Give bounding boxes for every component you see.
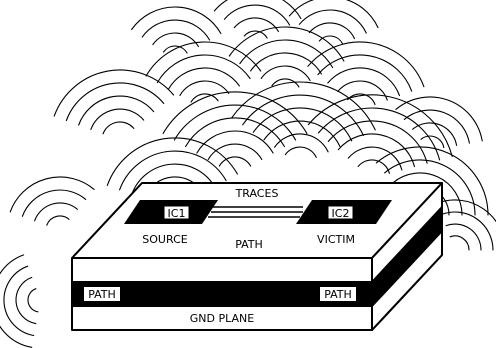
ic1-label-box <box>163 205 190 220</box>
radiation-wave-arc <box>307 41 425 88</box>
radiation-wave-arc <box>15 276 37 325</box>
radiation-wave-arc <box>347 93 376 106</box>
radiation-wave-arc <box>318 35 344 45</box>
gnd-plane-label: GND PLANE <box>190 312 254 325</box>
radiation-wave-arc <box>168 67 240 90</box>
ic1-label: IC1 <box>168 207 186 220</box>
radiation-wave-arc <box>327 120 428 164</box>
radiation-wave-arc <box>34 202 78 222</box>
radiation-wave-arc <box>156 54 251 84</box>
radiation-wave-arc <box>173 104 297 141</box>
radiation-wave-arc <box>307 94 453 158</box>
radiation-wave-arc <box>298 9 367 34</box>
ic2-label-box <box>327 205 354 220</box>
radiation-wave-arc <box>102 121 135 135</box>
path-right-label: PATH <box>324 288 352 301</box>
radiation-wave-arc <box>441 211 494 251</box>
radiation-wave-arc <box>395 96 483 142</box>
radiation-wave-arc <box>90 108 145 130</box>
radiation-wave-arc <box>243 30 268 39</box>
radiation-wave-arc <box>271 78 300 88</box>
radiation-wave-arc <box>162 91 308 135</box>
radiation-wave-arc <box>196 130 274 154</box>
radiation-wave-arc <box>228 26 345 62</box>
path-top-label: PATH <box>235 238 263 251</box>
victim-label: VICTIM <box>317 233 355 246</box>
radiation-wave-arc <box>252 107 353 142</box>
radiation-wave-arc <box>27 288 39 313</box>
radiation-wave-arc <box>288 0 379 29</box>
radiation-wave-arc <box>185 117 285 148</box>
source-label: SOURCE <box>142 233 187 246</box>
traces-pair <box>208 206 303 218</box>
radiation-wave-arc <box>317 107 441 161</box>
radiation-wave-arc <box>3 265 35 337</box>
radiation-wave-arc <box>179 80 230 97</box>
radiation-wave-arc <box>53 69 175 117</box>
radiation-wave-arc <box>141 19 211 41</box>
radiation-wave-arc <box>284 146 317 158</box>
radiation-wave-arc <box>239 39 334 69</box>
radiation-wave-arc <box>131 6 222 35</box>
radiation-wave-arc <box>449 235 470 251</box>
radiation-wave-arc <box>119 150 227 191</box>
radiation-wave-arc <box>21 189 87 217</box>
radiation-wave-arc <box>420 135 445 149</box>
radiation-wave-arc <box>412 122 458 146</box>
radiation-wave-arc <box>0 254 33 348</box>
radiation-wave-arc <box>375 146 489 216</box>
traces-label: TRACES <box>235 187 279 200</box>
radiation-wave-arc <box>106 137 238 186</box>
radiation-wave-arc <box>337 80 388 101</box>
radiation-wave-arc <box>162 45 188 54</box>
radiation-wave-arc <box>152 32 199 48</box>
path-left-box <box>84 287 120 301</box>
radiation-wave-arc <box>207 143 263 161</box>
radiation-wave-arc <box>260 65 311 82</box>
board-front-top-layer <box>71 257 373 283</box>
radiation-wave-arc <box>233 17 279 33</box>
radiation-wave-arc <box>308 22 356 40</box>
radiation-wave-arc <box>347 146 403 171</box>
radiation-wave-arc <box>242 94 364 136</box>
radiation-wave-arc <box>78 95 155 126</box>
radiation-wave-arc <box>317 54 413 92</box>
board-front-gnd-layer <box>71 305 373 331</box>
radiation-wave-arc <box>145 41 262 77</box>
path-left-label: PATH <box>88 288 116 301</box>
radiation-wave-arc <box>250 52 322 75</box>
radiation-wave-arc <box>403 109 470 144</box>
radiation-wave-arc <box>218 156 252 167</box>
ic2-label: IC2 <box>332 207 350 220</box>
radiation-wave-arc <box>46 215 70 226</box>
radiation-wave-arc <box>213 0 302 20</box>
radiation-wave-arc <box>337 133 416 168</box>
radiation-wave-arc <box>223 4 291 26</box>
radiation-wave-arc <box>445 223 482 251</box>
radiation-wave-arc <box>231 81 376 131</box>
radiation-wave-arc <box>357 159 390 174</box>
radiation-wave-arc <box>9 176 95 213</box>
radiation-wave-arc <box>384 159 476 216</box>
radiation-wave-arc <box>327 67 401 97</box>
radiation-wave-arc <box>190 93 219 103</box>
radiation-wave-arc <box>437 199 496 223</box>
radiation-wave-arc <box>65 82 165 122</box>
radiation-wave-arc <box>131 163 216 195</box>
radiation-wave-arc <box>274 133 329 153</box>
path-right-box <box>320 287 356 301</box>
radiation-wave-arc <box>392 172 463 216</box>
